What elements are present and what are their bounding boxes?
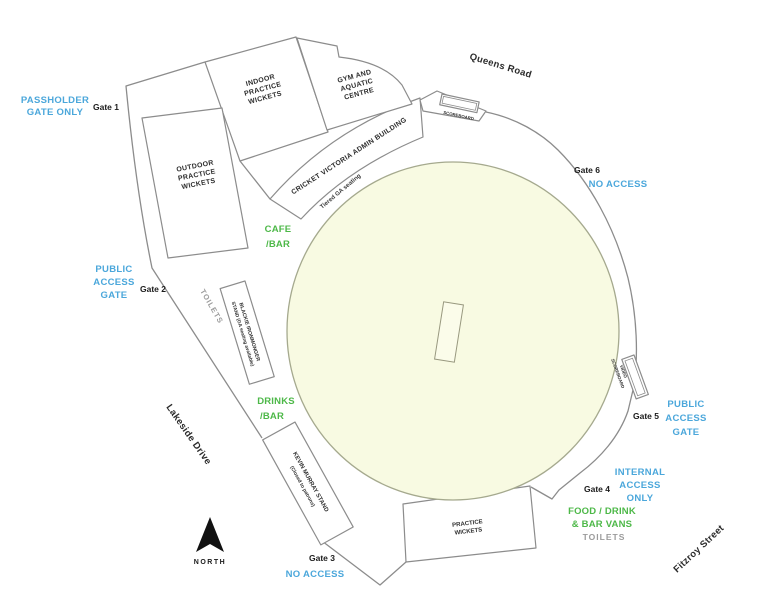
drinks-bar-label-line1: DRINKS xyxy=(257,396,295,407)
lakeside-drive-label: Lakeside Drive xyxy=(164,402,214,467)
gate-3-note: NO ACCESS xyxy=(286,569,345,580)
gate-1-note-line2: GATE ONLY xyxy=(27,107,84,118)
toilets-south-label: TOILETS xyxy=(583,532,626,542)
outdoor-practice-wickets-building xyxy=(141,107,249,259)
gate-2-note-line3: GATE xyxy=(101,290,128,301)
scoreboard-screen xyxy=(439,93,480,114)
north-arrow-icon xyxy=(196,517,224,552)
cafe-bar-label-line1: CAFE xyxy=(265,224,292,235)
south-boundary-line xyxy=(317,537,407,586)
gate-4-label: Gate 4 xyxy=(584,484,610,494)
queens-road-label: Queens Road xyxy=(468,51,533,80)
admin-link-line xyxy=(239,160,271,200)
gate-2-note-line2: ACCESS xyxy=(93,277,134,288)
indoor-practice-wickets-building xyxy=(204,36,329,162)
video-scoreboard-screen xyxy=(621,354,649,400)
gate-5-label: Gate 5 xyxy=(633,411,659,421)
gate-5-note-line3: GATE xyxy=(673,427,700,438)
drinks-bar-label-line2: /BAR xyxy=(260,411,284,422)
practice-wickets-label-line1: PRACTICE xyxy=(452,519,483,529)
gate-4-note-line2: ACCESS xyxy=(619,480,660,491)
cricket-pitch xyxy=(434,301,464,363)
north-label: NORTH xyxy=(194,559,226,566)
practice-wickets-label-line2: WICKETS xyxy=(454,527,482,536)
west-boundary-line xyxy=(125,61,263,439)
gate-4-note-line1: INTERNAL xyxy=(615,467,665,478)
gate-6-note: NO ACCESS xyxy=(589,179,648,190)
gate-2-note-line1: PUBLIC xyxy=(95,264,132,275)
gate-2-label: Gate 2 xyxy=(140,284,166,294)
fitzroy-street-label: Fitzroy Street xyxy=(672,523,727,576)
food-vans-label-line2: & BAR VANS xyxy=(572,519,632,530)
gate-1-label: Gate 1 xyxy=(93,102,119,112)
gate-6-label: Gate 6 xyxy=(574,165,600,175)
video-scoreboard-label-line1: VIDEO xyxy=(619,364,628,379)
east-boundary-line xyxy=(485,111,638,500)
scoreboard-label: SCOREBOARD xyxy=(443,110,474,121)
gate-5-note-line2: ACCESS xyxy=(665,413,706,424)
blackie-ironmonger-stand: BLACKIE IRONMONGER STAND (GA seating ava… xyxy=(219,280,275,385)
food-vans-label-line1: FOOD / DRINK xyxy=(568,506,636,517)
gate-4-note-line3: ONLY xyxy=(627,493,654,504)
cafe-bar-label-line2: /BAR xyxy=(266,239,290,250)
gate-5-note-line1: PUBLIC xyxy=(667,399,704,410)
gym-aquatic-centre-building xyxy=(296,37,413,131)
gate-1-note-line1: PASSHOLDER xyxy=(21,95,89,106)
gate-3-label: Gate 3 xyxy=(309,553,335,563)
cricket-victoria-admin-building xyxy=(269,97,424,220)
